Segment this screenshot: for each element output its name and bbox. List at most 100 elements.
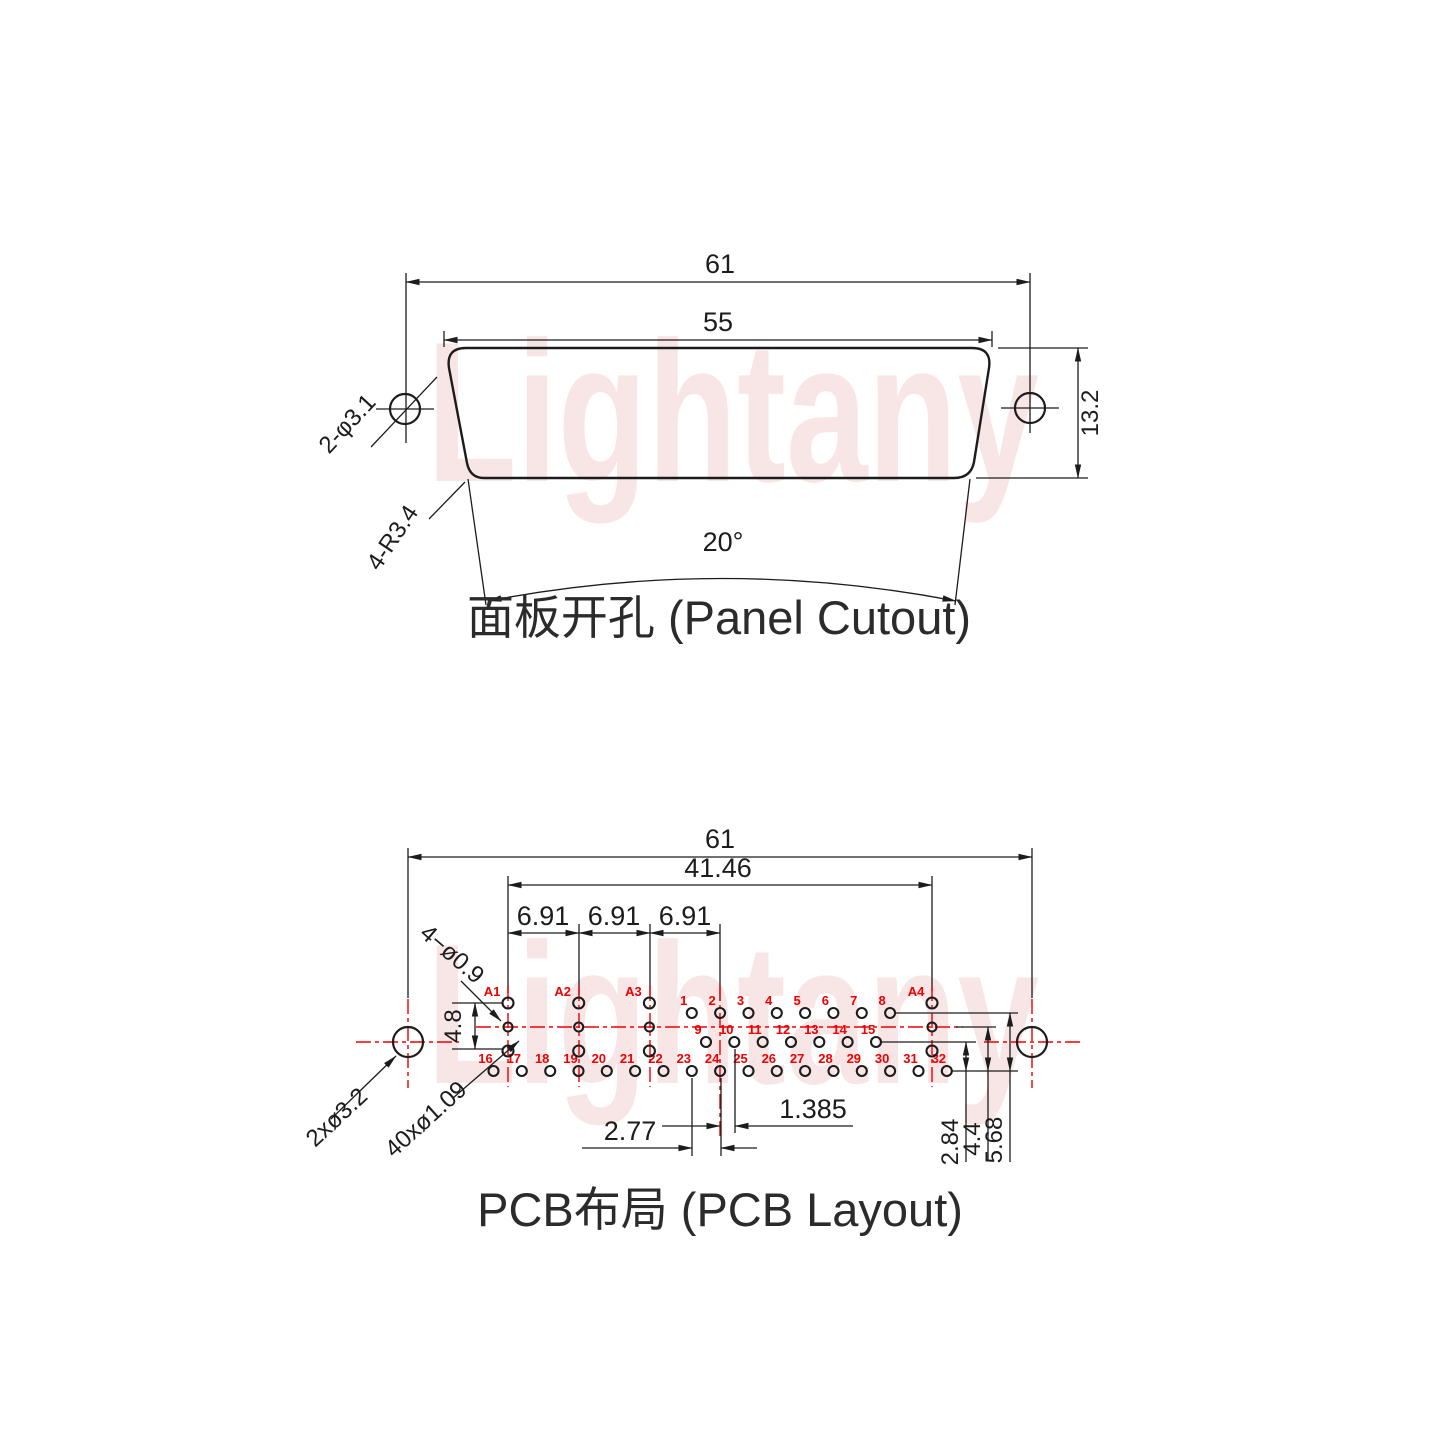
pin-label-10: 10 [719,1022,733,1037]
pin-label-11: 11 [748,1022,762,1037]
pin-hole-30 [884,1064,897,1078]
pin-label-12: 12 [776,1022,790,1037]
panel-radius-callout: 4-R3.4 [361,500,424,575]
pcb-pin-hole-leader [452,1040,520,1099]
pin-hole-15 [869,1035,883,1049]
panel-dim-height: 13.2 [1077,390,1104,437]
pin-hole-18 [544,1064,557,1078]
pin-label-20: 20 [592,1051,606,1066]
pcb-mount-hole-right [1015,1025,1049,1059]
pin-label-9: 9 [694,1022,701,1037]
pin-label-3: 3 [737,993,744,1008]
coax-label-A4: A4 [908,984,925,999]
pin-hole-8 [884,1006,897,1020]
pin-hole-11 [756,1035,769,1049]
pin-hole-27 [799,1064,812,1078]
pcb-dim-568: 5.68 [981,1117,1008,1164]
pcb-dim-284: 2.84 [937,1119,964,1166]
coax-label-A3: A3 [625,984,642,999]
pin-hole-20 [600,1064,613,1078]
pin-hole-14 [841,1035,854,1049]
pcb-layout-title: PCB布局 (PCB Layout) [477,1183,963,1236]
pin-label-6: 6 [822,993,829,1008]
coax-shield-hole-bottom-A3 [642,1044,656,1058]
pin-label-2: 2 [708,993,715,1008]
panel-dim-55: 55 [703,307,733,337]
panel-dim-angle: 20° [703,527,744,557]
pcb-dim-61: 61 [705,824,735,854]
pin-label-4: 4 [765,993,773,1008]
coax-label-A2: A2 [554,984,571,999]
pin-hole-22 [657,1064,670,1078]
pcb-mount-hole-callout: 2xø3.2 [301,1083,373,1153]
coax-shield-hole-top-A4 [925,996,939,1010]
pin-hole-2 [714,1006,727,1020]
pin-label-17: 17 [507,1051,521,1066]
pin-label-32: 32 [932,1051,946,1066]
coax-center-hole-A4 [926,1021,938,1033]
pin-hole-16 [487,1064,500,1078]
pcb-dim-277: 2.77 [604,1116,657,1146]
watermark-text-bottom: Lightany [427,903,1039,1126]
pin-hole-6 [827,1006,840,1020]
pin-hole-17 [515,1064,528,1078]
pin-hole-19 [572,1064,585,1078]
pin-hole-12 [784,1035,798,1049]
pin-hole-21 [629,1064,642,1078]
pin-hole-24 [714,1064,727,1078]
pin-label-28: 28 [818,1051,832,1066]
coax-shield-hole-bottom-A4 [925,1044,939,1058]
pcb-dim-691-2: 6.91 [588,901,641,931]
watermark: Lightany Lightany [427,301,1039,1126]
pcb-dim-44: 4.4 [959,1122,986,1155]
pcb-dim-691-1: 6.91 [517,901,570,931]
pin-hole-28 [827,1064,840,1078]
pin-hole-29 [855,1064,868,1078]
pin-hole-4 [770,1006,783,1020]
panel-radius-leader [428,481,466,520]
pin-hole-32 [940,1064,953,1078]
pin-label-30: 30 [875,1051,889,1066]
panel-cutout-title: 面板开孔 (Panel Cutout) [467,591,971,644]
pin-hole-31 [912,1064,925,1078]
panel-angle-ext-right [954,478,971,606]
pcb-centerlines [356,986,1082,1140]
coax-label-A1: A1 [484,984,501,999]
pin-hole-9 [699,1035,713,1049]
panel-hole-callout: 2-φ3.1 [314,389,382,459]
pcb-dim-48: 4.8 [440,1009,467,1042]
pcb-dim-4146: 41.46 [684,853,752,883]
pin-label-24: 24 [705,1051,720,1066]
coax-center-hole-A2 [573,1021,585,1033]
pin-hole-5 [799,1006,812,1020]
coax-center-hole-A1 [502,1021,514,1033]
pin-label-7: 7 [850,993,857,1008]
pin-label-29: 29 [847,1051,861,1066]
panel-angle-ext-left [467,478,487,606]
pin-hole-25 [742,1064,755,1078]
pin-label-26: 26 [762,1051,776,1066]
pin-label-23: 23 [677,1051,691,1066]
pin-label-27: 27 [790,1051,804,1066]
pin-label-1: 1 [680,993,687,1008]
pin-label-19: 19 [563,1051,577,1066]
panel-hole-callout-leader [370,376,438,448]
panel-dim-61: 61 [705,249,735,279]
pin-hole-7 [855,1006,868,1020]
pin-label-18: 18 [535,1051,549,1066]
pcb-dim-691-3: 6.91 [659,901,712,931]
pin-label-31: 31 [903,1051,917,1066]
panel-angle-arc [487,577,957,602]
pin-label-5: 5 [793,993,800,1008]
pin-label-21: 21 [620,1051,634,1066]
pin-hole-1 [685,1006,698,1020]
pin-label-13: 13 [804,1022,818,1037]
pin-label-8: 8 [878,993,885,1008]
pcb-coax-hole-leader [460,980,502,1022]
pcb-dim-1385: 1.385 [779,1094,847,1124]
coax-shield-hole-top-A2 [572,996,586,1010]
pin-hole-10 [728,1035,741,1049]
